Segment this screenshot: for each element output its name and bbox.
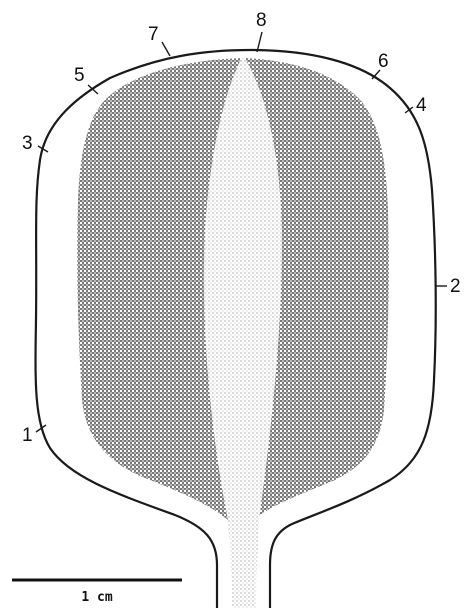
callout-label-8: 8 xyxy=(256,10,267,31)
callout-label-2: 2 xyxy=(450,276,461,297)
scale-bar-label: 1 cm xyxy=(81,590,112,605)
callout-label-6: 6 xyxy=(378,51,389,72)
callout-label-5: 5 xyxy=(74,65,85,86)
callout-label-3: 3 xyxy=(22,133,33,154)
callout-label-7: 7 xyxy=(148,24,159,45)
callout-tick-7 xyxy=(162,42,170,56)
callout-label-4: 4 xyxy=(416,95,427,116)
callout-label-1: 1 xyxy=(22,425,33,446)
